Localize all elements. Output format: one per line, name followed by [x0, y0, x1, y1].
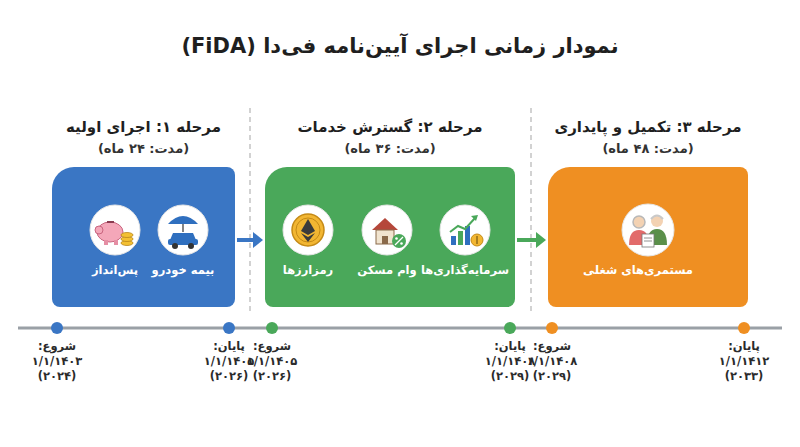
icon-shape — [451, 236, 456, 245]
icon-circle — [158, 205, 208, 255]
crypto-icon — [292, 214, 324, 246]
service-label: سرمایه‌گذاری‌ها — [420, 263, 510, 277]
pension-icon — [629, 215, 667, 247]
timeline-date: شروع: ۱/۱/۱۴۰۸ (۲۰۲۹) — [519, 339, 585, 384]
icon-shape — [644, 241, 652, 242]
investment-icon — [450, 215, 483, 246]
icon-shape — [301, 233, 315, 242]
phase-fill — [52, 167, 235, 307]
icon-shape — [121, 233, 133, 238]
icon-shape — [471, 215, 478, 221]
arrow-shaft — [517, 238, 538, 242]
service-label: مستمری‌های شغلی — [603, 263, 693, 277]
icon-shape — [114, 240, 118, 245]
phase-box: مرحله ۲: گسترش خدمات (مدت: ۳۶ ماه) سرمایه‌… — [265, 112, 515, 307]
icon-shape — [633, 216, 645, 228]
icon-shape — [104, 240, 108, 245]
icon-shape — [476, 236, 477, 244]
timeline-date: پایان: ۱/۱/۱۴۱۲ (۲۰۳۳) — [711, 339, 777, 384]
phase-box: مرحله ۱: اجرای اولیه (مدت: ۲۴ ماه) بیمه خو… — [52, 112, 235, 307]
icon-shape — [95, 226, 103, 234]
phase-heading: مرحله ۳: تکمیل و پایداری — [548, 118, 748, 136]
icon-shape — [382, 236, 388, 244]
icon-shape — [642, 234, 654, 247]
icon-shape — [400, 242, 403, 245]
icon-circles — [90, 204, 674, 256]
icon-circle — [440, 205, 490, 255]
icon-shape — [651, 216, 663, 220]
icon-shape — [188, 243, 194, 249]
icon-shape — [168, 216, 198, 224]
phase-heading: مرحله ۱: اجرای اولیه — [52, 118, 235, 136]
timeline-date: شروع: ۱/۱/۱۴۰۵ (۲۰۲۶) — [239, 339, 305, 384]
timeline-dot — [504, 322, 516, 334]
phase-separators — [250, 108, 531, 312]
timeline-axis — [18, 327, 782, 330]
timeline-dot — [738, 322, 750, 334]
service-label: بیمه خودرو — [138, 263, 228, 277]
icon-circle — [362, 205, 412, 255]
icon-shape — [172, 243, 178, 249]
icon-shape — [121, 241, 133, 246]
icon-shape — [647, 229, 667, 245]
icon-shape — [292, 214, 324, 246]
icon-shape — [651, 215, 663, 227]
icon-circle — [283, 205, 333, 255]
service-label: رمزارزها — [263, 263, 353, 277]
home-loan-icon — [372, 218, 406, 248]
icon-shape — [458, 231, 463, 245]
phase-duration: (مدت: ۴۸ ماه) — [548, 141, 748, 156]
car-insurance-icon — [168, 216, 198, 249]
icon-shape — [182, 224, 183, 232]
phase-fill — [548, 167, 748, 307]
arrow-head — [253, 232, 263, 248]
phase-box: مرحله ۳: تکمیل و پایداری (مدت: ۴۸ ماه) مست… — [548, 112, 748, 307]
phase-arrow — [237, 232, 263, 248]
icon-shape — [97, 222, 123, 242]
icon-circle — [90, 205, 140, 255]
timeline-dot — [266, 322, 278, 334]
icon-shape — [168, 239, 198, 245]
phase-duration: (مدت: ۲۴ ماه) — [52, 141, 235, 156]
icon-shape — [372, 218, 398, 230]
phase-duration: (مدت: ۳۶ ماه) — [265, 141, 515, 156]
icon-shape — [465, 226, 470, 245]
timeline-date: شروع: ۱/۱/۱۴۰۳ (۲۰۲۴) — [24, 339, 90, 384]
separator — [530, 108, 532, 312]
separator — [249, 108, 251, 312]
arrow-head — [536, 232, 546, 248]
diagram-title: نمودار زمانی اجرای آیین‌نامه فی‌دا (FiDA… — [0, 34, 800, 58]
icon-shape — [121, 237, 133, 242]
phase-arrow — [517, 232, 546, 248]
phase-fill — [265, 167, 515, 307]
icon-shape — [395, 237, 403, 245]
service-label: وام مسکن — [342, 263, 432, 277]
phase-heading: مرحله ۲: گسترش خدمات — [265, 118, 515, 136]
timeline-dot — [223, 322, 235, 334]
icon-shape — [395, 237, 398, 240]
arrow-shaft — [237, 238, 255, 242]
piggy-bank-icon — [95, 221, 133, 246]
service-label: پس‌انداز — [70, 263, 160, 277]
icon-shape — [471, 234, 483, 246]
icon-shape — [107, 221, 114, 223]
icon-shape — [296, 218, 320, 242]
timeline-dot — [51, 322, 63, 334]
icon-shape — [644, 238, 652, 239]
icon-shape — [376, 230, 394, 244]
icon-shape — [450, 217, 476, 232]
icon-shape — [392, 234, 406, 248]
icon-shape — [301, 219, 315, 235]
timeline-dot — [546, 322, 558, 334]
timeline — [18, 322, 782, 334]
icon-circle — [622, 204, 674, 256]
icon-shape — [170, 233, 196, 240]
icon-shape — [629, 230, 649, 245]
